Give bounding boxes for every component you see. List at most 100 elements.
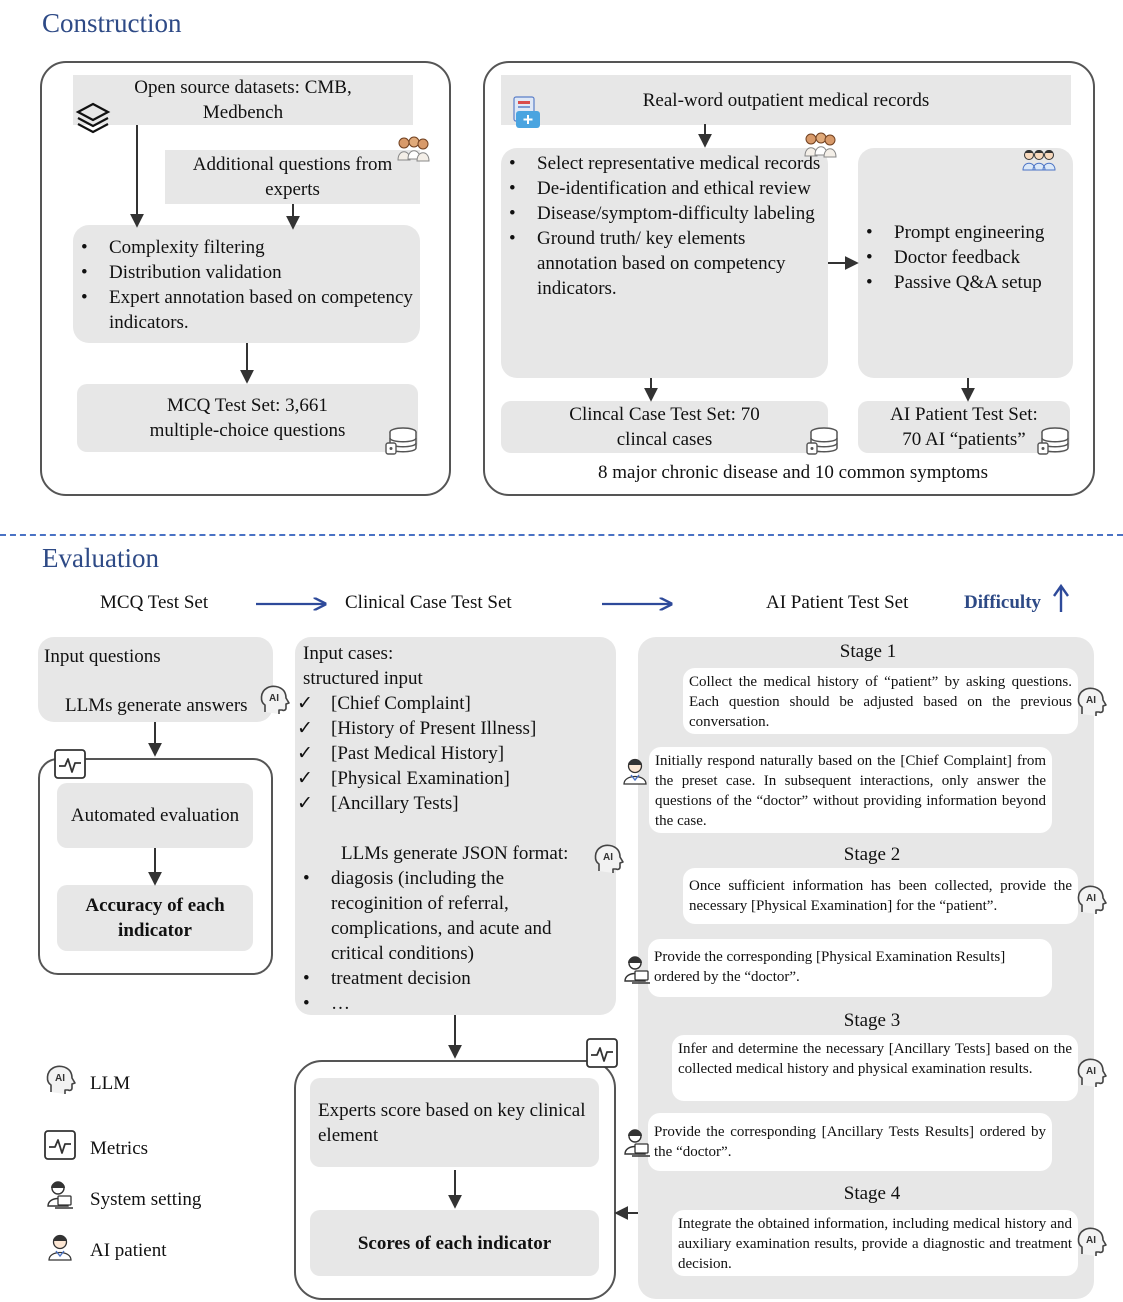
experts-icon — [397, 136, 430, 162]
mcq-generate-label: LLMs generate answers — [65, 695, 248, 716]
system-setting-icon — [624, 1129, 651, 1157]
mcq-input-box: Input questions LLMs generate answers — [38, 637, 273, 722]
ai-set-box: AI Patient Test Set: 70 AI “patients” — [858, 401, 1070, 453]
open-source-box: Open source datasets: CMB, Medbench — [73, 75, 413, 125]
right-step: De-identification and ethical review — [501, 176, 828, 201]
json-label: LLMs generate JSON format: — [341, 843, 569, 864]
stage-1-label: Stage 1 — [839, 641, 897, 662]
mcq-eval-panel — [38, 758, 273, 975]
stage2-doctor-text: Once sufficient information has been col… — [689, 878, 1072, 914]
records-box: Real-word outpatient medical records — [501, 75, 1071, 125]
ai-steps-box: Prompt engineering Doctor feedback Passi… — [858, 148, 1073, 378]
stage1-patient-text: Initially respond naturally based on the… — [655, 753, 1046, 829]
construction-footer: 8 major chronic disease and 10 common sy… — [598, 462, 988, 483]
additional-questions-label: Additional questions from experts — [192, 154, 393, 200]
database-icon — [1037, 427, 1069, 455]
legend-metrics-label: Metrics — [90, 1138, 149, 1159]
clinical-input-box: Input cases: structured input [Chief Com… — [295, 637, 616, 1016]
stage1-doctor-text: Collect the medical history of “patient”… — [689, 674, 1072, 730]
experts-box: Experts score based on key clinical elem… — [310, 1078, 599, 1167]
stage3-system-text: Provide the corresponding [Ancillary Tes… — [654, 1124, 1046, 1160]
legend-llm-icon — [46, 1065, 76, 1095]
mcq-set-box: MCQ Test Set: 3,661 multiple-choice ques… — [77, 384, 418, 452]
scores-box: Scores of each indicator — [310, 1210, 599, 1276]
right-step: Disease/symptom-difficulty labeling — [501, 201, 828, 226]
output-item: diagosis (including the recoginition of … — [295, 866, 585, 966]
ai-head-icon — [1077, 1058, 1107, 1088]
legend-system-icon — [47, 1181, 74, 1209]
header-mcq: MCQ Test Set — [100, 592, 209, 613]
output-item: treatment decision — [295, 966, 585, 991]
legend-metrics-icon — [44, 1130, 76, 1160]
scores-label: Scores of each indicator — [357, 1232, 552, 1254]
output-item: … — [295, 991, 585, 1016]
header-clinical: Clinical Case Test Set — [345, 592, 512, 613]
check-item: [Past Medical History] — [295, 741, 616, 766]
auto-eval-box: Automated evaluation — [57, 783, 253, 848]
header-ai: AI Patient Test Set — [766, 592, 909, 613]
clinical-input-subtitle: structured input — [303, 668, 423, 689]
right-step: Select representative medical records — [501, 151, 828, 176]
left-step: Expert annotation based on competency in… — [73, 285, 420, 335]
ai-head-icon — [260, 685, 290, 715]
check-item: [History of Present Illness] — [295, 716, 616, 741]
stage1-doctor-bubble: Collect the medical history of “patient”… — [683, 668, 1078, 734]
mcq-input-label: Input questions — [44, 646, 161, 667]
ai-set-label: AI Patient Test Set: 70 AI “patients” — [890, 404, 1038, 450]
ai-step: Prompt engineering — [858, 220, 1073, 245]
stage4-doctor-bubble: Integrate the obtained information, incl… — [672, 1210, 1078, 1276]
stage-3-label: Stage 3 — [843, 1010, 901, 1031]
stage2-system-bubble: Provide the corresponding [Physical Exam… — [648, 939, 1052, 997]
right-step: Ground truth/ key elements annotation ba… — [501, 226, 828, 301]
left-step: Complexity filtering — [73, 235, 420, 260]
clinical-input-title: Input cases: — [303, 643, 394, 664]
right-steps-box: Select representative medical records De… — [501, 148, 828, 378]
layers-icon — [75, 102, 111, 134]
clinical-set-label: Clincal Case Test Set: 70 clincal cases — [569, 404, 760, 450]
database-icon — [806, 427, 838, 455]
metrics-icon — [54, 749, 86, 779]
construction-title: Construction — [42, 8, 182, 38]
construction-left-panel — [40, 61, 451, 496]
clinical-eval-panel — [294, 1060, 616, 1300]
stage1-patient-bubble: Initially respond naturally based on the… — [649, 747, 1052, 833]
legend-patient-icon — [48, 1234, 72, 1261]
ai-steps-list: Prompt engineering Doctor feedback Passi… — [858, 220, 1073, 295]
stage2-system-text: Provide the corresponding [Physical Exam… — [654, 949, 1006, 985]
left-step: Distribution validation — [73, 260, 420, 285]
ai-head-icon — [1077, 687, 1107, 717]
additional-questions-box: Additional questions from experts — [165, 150, 420, 204]
ai-head-icon — [594, 844, 624, 874]
accuracy-box: Accuracy of each indicator — [57, 885, 253, 951]
check-item: [Ancillary Tests] — [295, 791, 616, 816]
construction-right-panel — [483, 61, 1095, 496]
stage3-doctor-text: Infer and determine the necessary [Ancil… — [678, 1041, 1072, 1077]
stage-2-label: Stage 2 — [843, 844, 901, 865]
patient-icon — [623, 758, 647, 785]
stage2-doctor-bubble: Once sufficient information has been col… — [683, 868, 1078, 924]
auto-eval-label: Automated evaluation — [70, 805, 240, 826]
ai-step: Doctor feedback — [858, 245, 1073, 270]
records-label: Real-word outpatient medical records — [642, 89, 930, 111]
stage3-system-bubble: Provide the corresponding [Ancillary Tes… — [648, 1113, 1052, 1171]
difficulty-label: Difficulty — [964, 592, 1042, 613]
left-steps-list: Complexity filtering Distribution valida… — [73, 235, 420, 335]
legend-llm-label: LLM — [90, 1073, 131, 1094]
experts-label: Experts score based on key clinical elem… — [318, 1100, 586, 1146]
open-source-label: Open source datasets: CMB, Medbench — [134, 77, 352, 123]
left-steps-box: Complexity filtering Distribution valida… — [73, 225, 420, 343]
medical-record-icon — [513, 96, 540, 128]
ai-head-icon — [1077, 885, 1107, 915]
difficulty-arrow-head — [1053, 583, 1069, 597]
stage4-doctor-text: Integrate the obtained information, incl… — [678, 1216, 1072, 1272]
ai-head-icon — [1077, 1227, 1107, 1257]
ai-step: Passive Q&A setup — [858, 270, 1073, 295]
metrics-icon — [586, 1038, 618, 1068]
legend-patient-label: AI patient — [90, 1240, 167, 1261]
clinical-set-box: Clincal Case Test Set: 70 clincal cases — [501, 401, 828, 453]
section-divider — [0, 534, 1123, 536]
evaluation-title: Evaluation — [42, 543, 159, 573]
check-item: [Physical Examination] — [295, 766, 616, 791]
clinical-check-list: [Chief Complaint] [History of Present Il… — [295, 691, 616, 816]
